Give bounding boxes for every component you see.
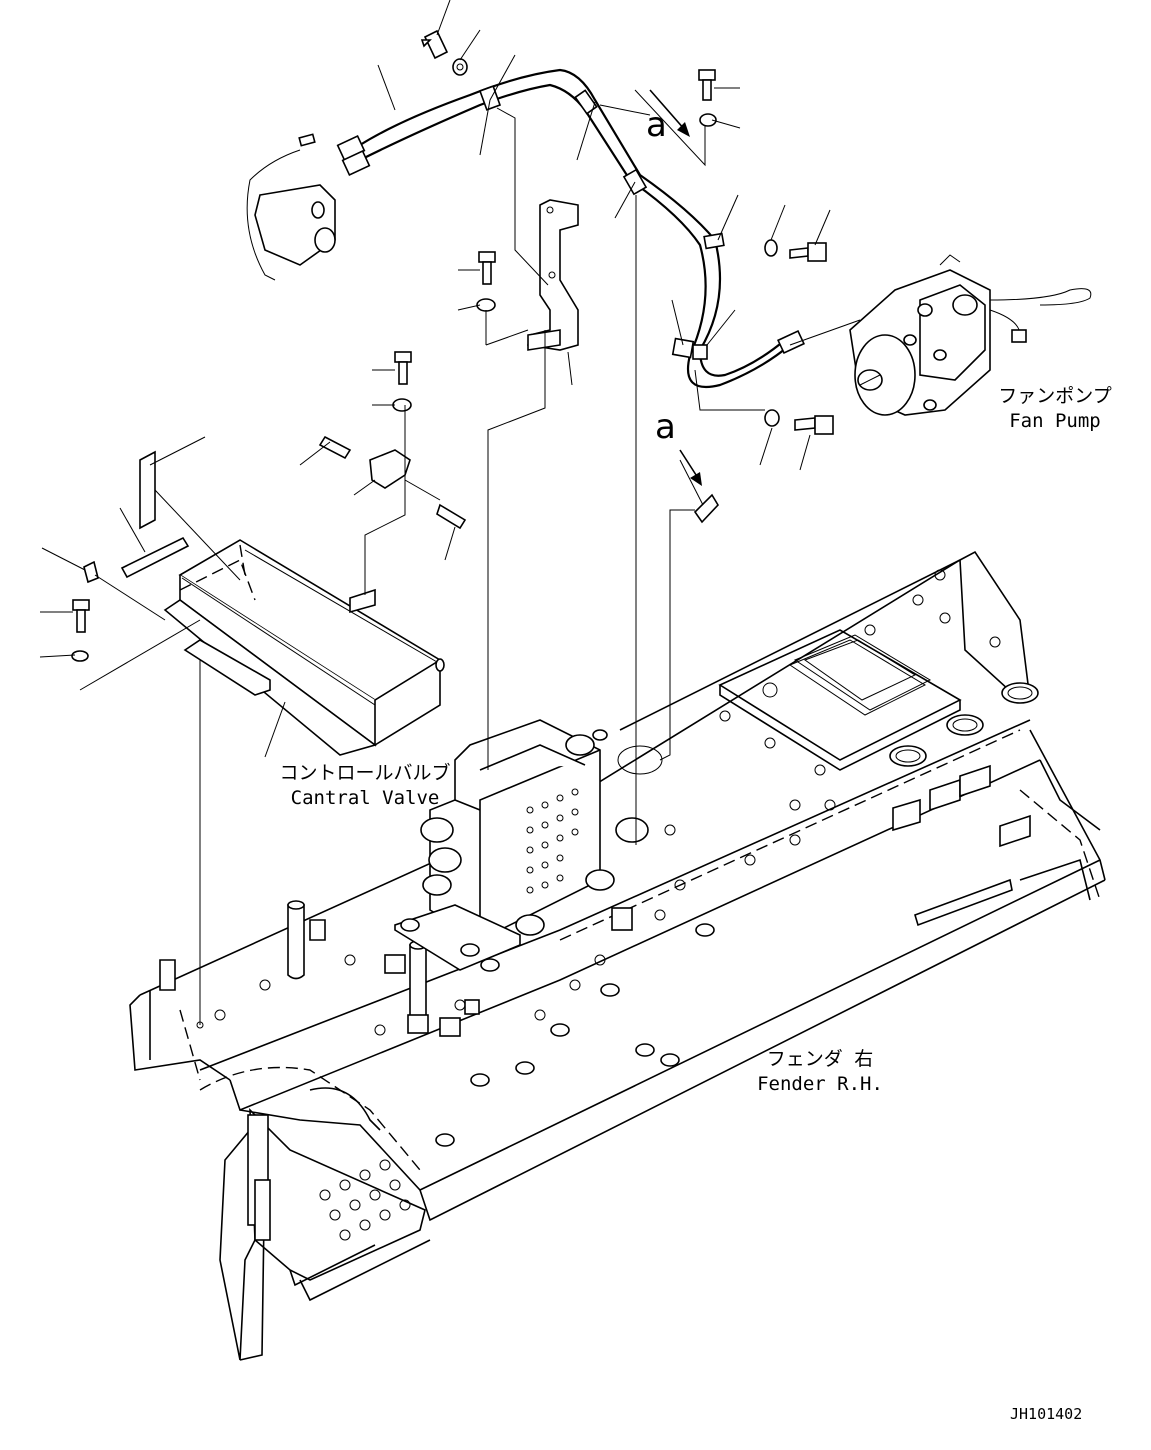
fender-pads bbox=[384, 764, 1031, 1037]
leader-lines bbox=[39, 0, 861, 1025]
document-id: JH101402 bbox=[1010, 1405, 1083, 1423]
fender-label-en: Fender R.H. bbox=[757, 1073, 883, 1095]
fender-label-jp: フェンダ 右 bbox=[766, 1048, 874, 1070]
cover-box bbox=[163, 539, 445, 756]
valve-ports bbox=[526, 788, 579, 894]
step-holes bbox=[319, 1159, 411, 1241]
fender-holes bbox=[196, 569, 1039, 1147]
control-valve bbox=[394, 719, 663, 972]
fan-pump-label-jp: ファンポンプ bbox=[998, 385, 1112, 407]
hoses bbox=[246, 68, 805, 389]
fasteners bbox=[71, 29, 834, 662]
fan-pump-label-en: Fan Pump bbox=[1009, 410, 1101, 432]
control-valve-label-jp: コントロールバルブ bbox=[279, 762, 451, 784]
fender-posts bbox=[159, 900, 429, 1034]
fender-frame bbox=[129, 550, 1106, 1361]
callout-a-top: a bbox=[646, 105, 667, 145]
fan-pump bbox=[849, 254, 1092, 416]
control-valve-label-en: Cantral Valve bbox=[290, 787, 440, 809]
callout-a-mid: a bbox=[655, 407, 676, 447]
